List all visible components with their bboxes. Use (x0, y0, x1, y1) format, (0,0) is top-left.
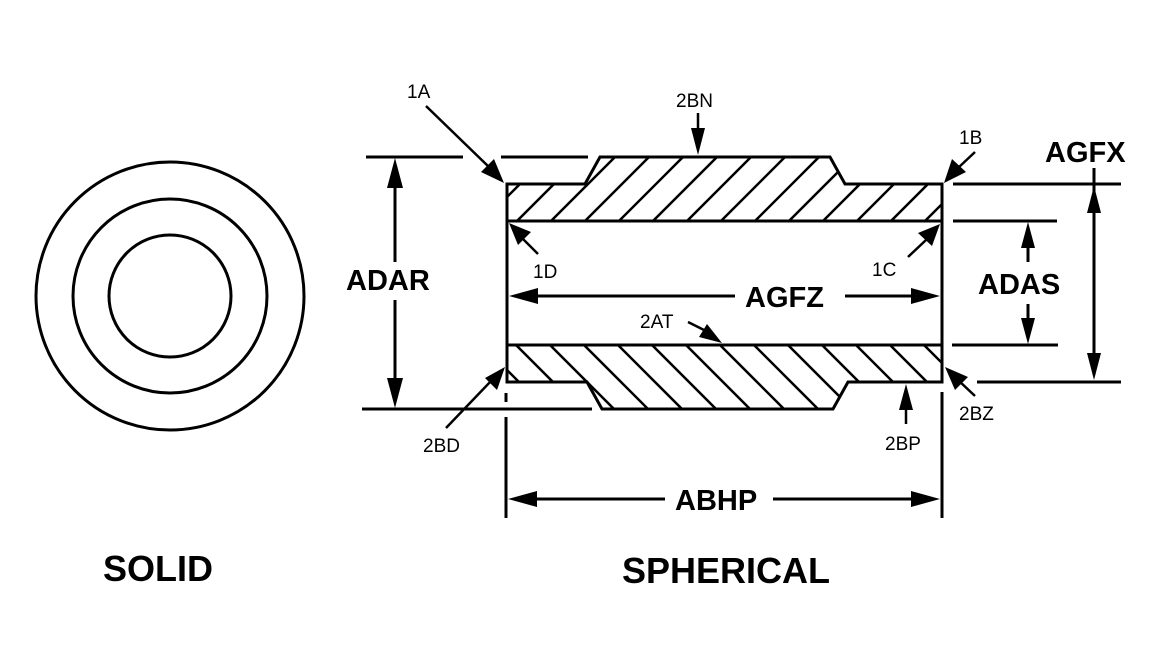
hatch-line (984, 337, 1064, 417)
leader-2bz-arrow (945, 367, 968, 390)
hatch-line (847, 157, 929, 221)
hatch-line (745, 345, 827, 409)
leader-1a-line (425, 105, 491, 169)
adar-arrow-down (387, 378, 403, 408)
bottom-wall-hatching (507, 337, 1098, 417)
dim-label-adar: ADAR (346, 265, 430, 297)
hatch-line (507, 345, 555, 409)
hatch-line (1018, 337, 1098, 417)
abhp-arrow-right (911, 491, 940, 507)
leader-1c-arrow (918, 224, 940, 246)
hatch-line (541, 345, 623, 409)
callout-2at: 2AT (640, 312, 674, 333)
adas-arrow-down (1021, 318, 1035, 344)
solid-end-view (34, 160, 306, 432)
hatch-line (745, 157, 827, 221)
leader-2at-arrow (699, 324, 722, 343)
leader-2bd-line (445, 379, 493, 429)
title-solid: SOLID (103, 548, 213, 589)
middle-circle (71, 197, 269, 395)
hatch-line (643, 345, 725, 409)
dim-label-agfz: AGFZ (745, 282, 824, 314)
hatch-line (507, 157, 555, 221)
leader-1d-line (521, 237, 539, 255)
hatch-line (609, 157, 691, 221)
callout-2bn: 2BN (676, 91, 713, 112)
hatch-line (507, 157, 589, 221)
hatch-line (779, 345, 861, 409)
adas-arrow-up (1021, 222, 1035, 248)
hatch-line (779, 157, 861, 221)
callout-2bd: 2BD (423, 436, 460, 457)
callout-1a: 1A (407, 82, 431, 103)
leader-2bd-arrow (485, 367, 505, 390)
hatch-line (541, 157, 623, 221)
callout-1c: 1C (872, 260, 896, 281)
callout-2bz: 2BZ (959, 404, 994, 425)
top-wall-hatching (507, 150, 1030, 230)
leader-2bn-arrow (691, 128, 705, 155)
hatch-line (677, 157, 759, 221)
hatch-line (711, 345, 793, 409)
leader-1a-arrow (481, 159, 504, 183)
callout-1d: 1D (533, 262, 557, 283)
abhp-arrow-left (508, 491, 537, 507)
hatch-line (609, 345, 691, 409)
hatch-line (881, 345, 942, 409)
hatch-line (881, 157, 942, 221)
callout-2bp: 2BP (885, 434, 921, 455)
leader-1b-line (957, 151, 976, 169)
title-spherical: SPHERICAL (622, 550, 830, 591)
callout-1b: 1B (959, 128, 982, 149)
hatch-line (575, 157, 657, 221)
hatch-line (915, 345, 942, 409)
adar-arrow-up (387, 158, 403, 188)
leader-2bp-arrow (899, 384, 913, 410)
hatch-line (507, 345, 589, 409)
hatch-line (950, 150, 1030, 230)
hatch-line (915, 157, 942, 221)
top-wall-outline (505, 155, 944, 223)
hatch-line (813, 157, 895, 221)
agfx-arrow-up (1087, 186, 1101, 213)
hatch-line (847, 345, 929, 409)
agfx-arrow-down (1087, 353, 1101, 380)
dim-label-abhp: ABHP (675, 485, 757, 517)
hatch-line (711, 157, 793, 221)
leader-2at-line (687, 320, 705, 332)
hatch-line (813, 345, 895, 409)
hatch-line (643, 157, 725, 221)
agfz-arrow-right (911, 288, 940, 304)
inner-circle (107, 233, 233, 359)
outer-circle (34, 160, 306, 432)
hatch-line (575, 345, 657, 409)
bottom-wall-outline (505, 343, 944, 411)
leader-1d-arrow (509, 223, 531, 245)
agfz-arrow-left (509, 288, 538, 304)
leader-1c-line (907, 239, 927, 258)
hatch-line (677, 345, 759, 409)
leader-1b-arrow (944, 159, 966, 183)
dim-label-adas: ADAS (978, 269, 1060, 301)
dim-label-agfx: AGFX (1045, 137, 1126, 169)
